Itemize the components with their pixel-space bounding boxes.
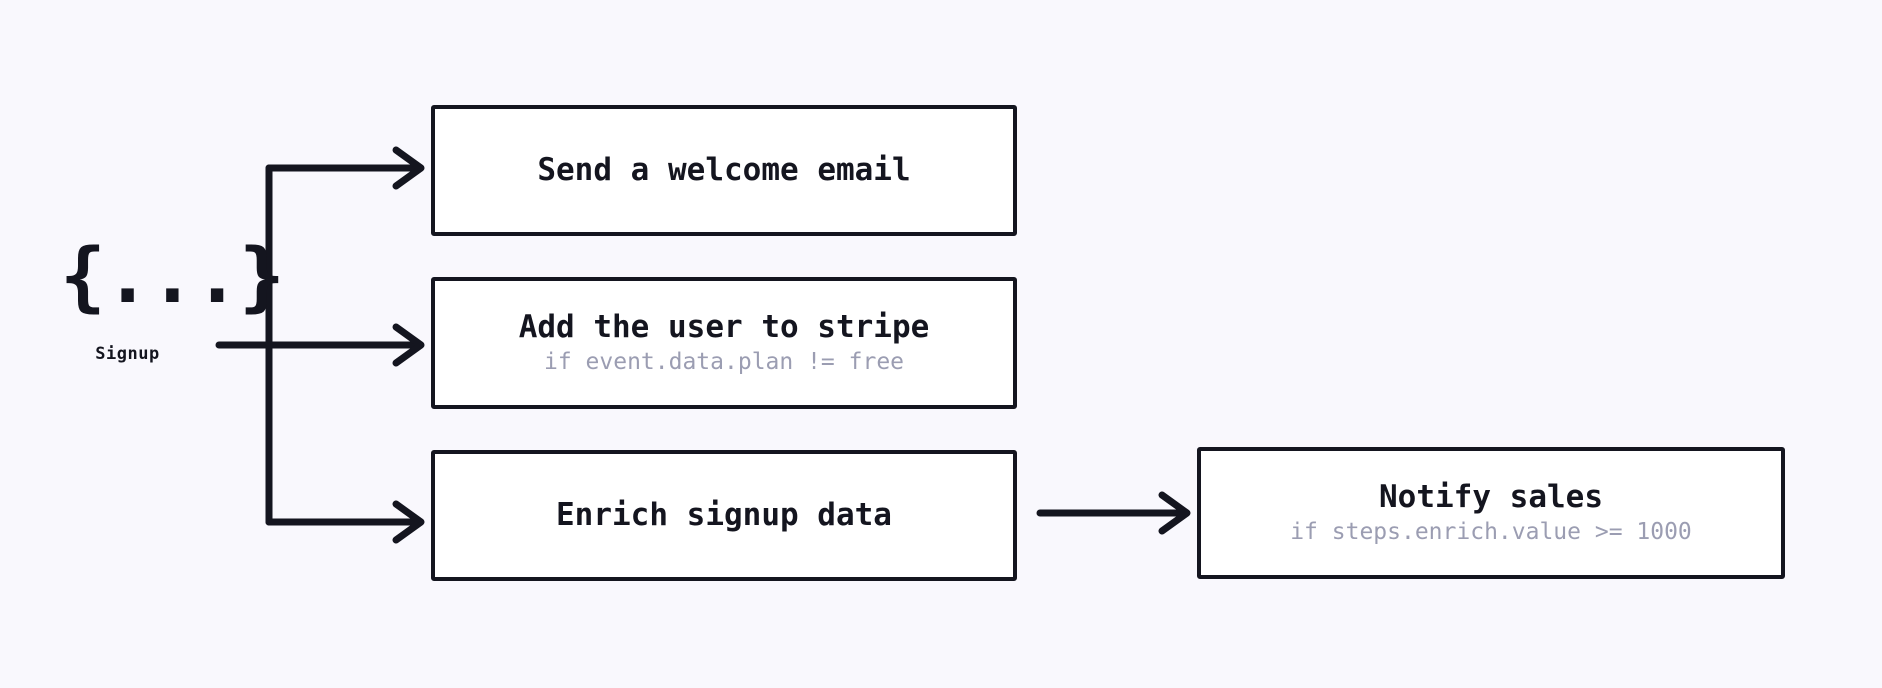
step-node-notify[interactable]: Notify sales if steps.enrich.value >= 10… [1197,447,1785,579]
arrowhead-welcome [392,146,425,190]
step-title: Enrich signup data [556,497,892,534]
arrowhead-stripe [392,323,425,367]
step-node-welcome[interactable]: Send a welcome email [431,105,1017,236]
step-condition: if event.data.plan != free [543,348,905,375]
trigger-node[interactable]: {...} Signup [60,231,285,365]
step-node-enrich[interactable]: Enrich signup data [431,450,1017,581]
step-condition: if steps.enrich.value >= 1000 [1290,518,1692,545]
step-title: Send a welcome email [537,152,911,189]
step-title: Add the user to stripe [518,309,930,346]
arrowhead-enrich [392,500,425,544]
step-node-stripe[interactable]: Add the user to stripe if event.data.pla… [431,277,1017,409]
trigger-label: Signup [95,344,160,364]
step-title: Notify sales [1379,479,1603,516]
json-braces-icon: {...} [60,231,285,320]
arrowhead-notify [1158,491,1191,535]
